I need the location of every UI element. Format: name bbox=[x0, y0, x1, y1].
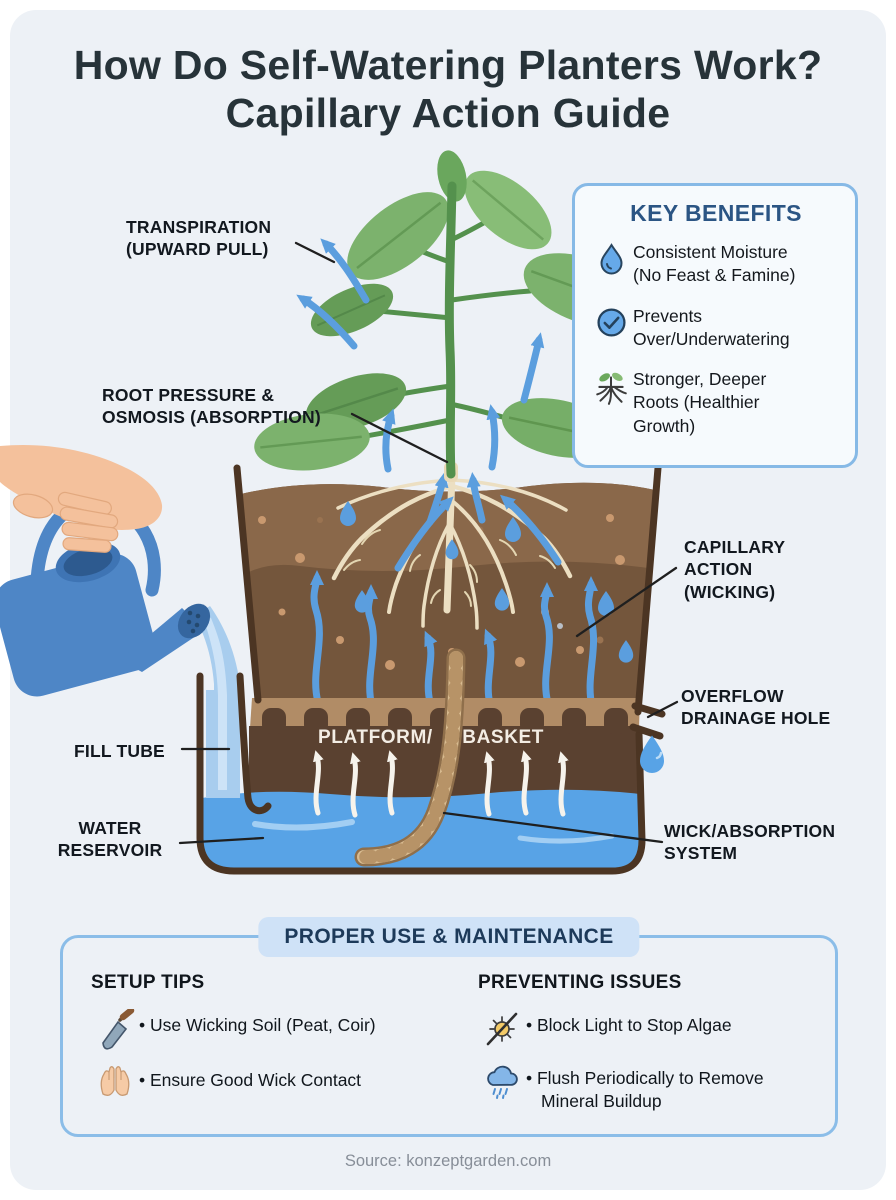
pouring-hand bbox=[0, 444, 163, 553]
benefit-item: Stronger, Deeper Roots (Healthier Growth… bbox=[589, 368, 843, 438]
benefit-item: Prevents Over/Underwatering bbox=[589, 305, 843, 352]
key-benefits-title: KEY BENEFITS bbox=[630, 200, 802, 226]
tip-text: • Ensure Good Wick Contact bbox=[139, 1070, 362, 1090]
tip-row: • Ensure Good Wick Contact bbox=[91, 1063, 441, 1102]
transpiration-arrows bbox=[296, 238, 545, 473]
wick-rope bbox=[354, 648, 466, 867]
check-circle-icon bbox=[589, 305, 633, 338]
hands-icon bbox=[91, 1063, 139, 1102]
preventing-issues-heading: PREVENTING ISSUES bbox=[478, 972, 682, 993]
label-capillary-action: CAPILLARY ACTION (WICKING) bbox=[684, 537, 786, 602]
wicking-arrows bbox=[313, 750, 569, 818]
trowel-icon bbox=[91, 1008, 139, 1051]
key-benefits-box: KEY BENEFITS Consistent Moisture (No Fea… bbox=[572, 183, 858, 468]
sun-blocked-icon bbox=[478, 1008, 526, 1049]
setup-tips-heading: SETUP TIPS bbox=[91, 972, 205, 993]
tip-row: • Flush Periodically to Remove Mineral B… bbox=[478, 1061, 828, 1113]
title-line2: Capillary Action Guide bbox=[225, 89, 671, 136]
benefit-text: Stronger, Deeper Roots (Healthier Growth… bbox=[633, 369, 767, 436]
water-drop-icon bbox=[589, 241, 633, 277]
flush-rain-icon bbox=[478, 1061, 526, 1102]
benefit-text: Consistent Moisture (No Feast & Famine) bbox=[633, 242, 796, 286]
deep-roots-icon bbox=[589, 368, 633, 406]
maintenance-box: PROPER USE & MAINTENANCE SETUP TIPS • Us… bbox=[60, 917, 838, 1137]
label-platform-basket: PLATFORM/ BASKET bbox=[318, 727, 544, 748]
label-root-pressure: ROOT PRESSURE & OSMOSIS (ABSORPTION) bbox=[102, 385, 321, 428]
label-wick-system: WICK/ABSORPTION SYSTEM bbox=[664, 821, 836, 864]
label-transpiration: TRANSPIRATION (UPWARD PULL) bbox=[126, 217, 272, 260]
benefit-item: Consistent Moisture (No Feast & Famine) bbox=[589, 241, 843, 288]
page-title: How Do Self-Watering Planters Work? Capi… bbox=[0, 42, 896, 138]
tip-text: • Use Wicking Soil (Peat, Coir) bbox=[139, 1015, 376, 1035]
title-line1: How Do Self-Watering Planters Work? bbox=[73, 42, 823, 88]
label-overflow: OVERFLOW DRAINAGE HOLE bbox=[681, 686, 831, 729]
tip-row: • Block Light to Stop Algae bbox=[478, 1008, 828, 1049]
tip-text: • Flush Periodically to Remove Mineral B… bbox=[526, 1068, 764, 1111]
label-water-reservoir: WATER RESERVOIR bbox=[57, 818, 163, 861]
capillary-arrows bbox=[309, 472, 598, 710]
benefit-text: Prevents Over/Underwatering bbox=[633, 305, 790, 349]
leader-lines bbox=[178, 241, 679, 845]
setup-tips-column: SETUP TIPS • Use Wicking Soil (Peat, Coi… bbox=[91, 972, 441, 1114]
tip-text: • Block Light to Stop Algae bbox=[526, 1015, 732, 1035]
overflow-droplet bbox=[640, 735, 664, 773]
maintenance-title: PROPER USE & MAINTENANCE bbox=[258, 917, 640, 957]
label-fill-tube: FILL TUBE bbox=[74, 741, 165, 761]
planter-pot-walls bbox=[196, 464, 666, 875]
source-credit: Source: konzeptgarden.com bbox=[344, 1152, 552, 1170]
tip-row: • Use Wicking Soil (Peat, Coir) bbox=[91, 1008, 441, 1051]
preventing-issues-column: PREVENTING ISSUES • Block Light to Stop … bbox=[478, 972, 828, 1125]
water-stream bbox=[194, 606, 240, 798]
